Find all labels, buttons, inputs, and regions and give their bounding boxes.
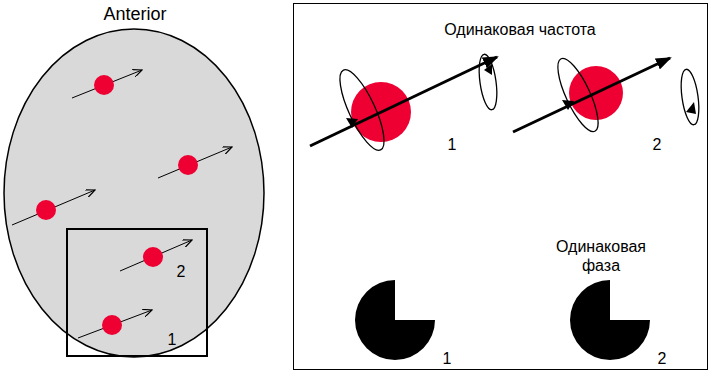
precessing-spin — [310, 53, 500, 155]
panel-box: Одинаковая частота12Одинаковая фаза12 — [293, 3, 708, 370]
orientation-label: Anterior — [103, 4, 166, 26]
callout-number: 1 — [443, 349, 452, 368]
phase-symbol — [570, 280, 650, 360]
callout-number: 2 — [658, 349, 667, 368]
panel-heading: Одинаковая фаза — [547, 237, 655, 275]
body-oval: Anterior21 — [3, 28, 265, 358]
callout-number: 2 — [177, 262, 186, 281]
callout-number: 1 — [168, 330, 177, 349]
panel-heading: Одинаковая частота — [444, 20, 595, 39]
callout-number: 1 — [448, 135, 457, 154]
precessing-spin — [513, 54, 702, 137]
oval-outline — [3, 28, 265, 358]
phase-symbol — [355, 280, 435, 360]
callout-number: 2 — [653, 135, 662, 154]
region-box: 21 — [66, 228, 208, 357]
